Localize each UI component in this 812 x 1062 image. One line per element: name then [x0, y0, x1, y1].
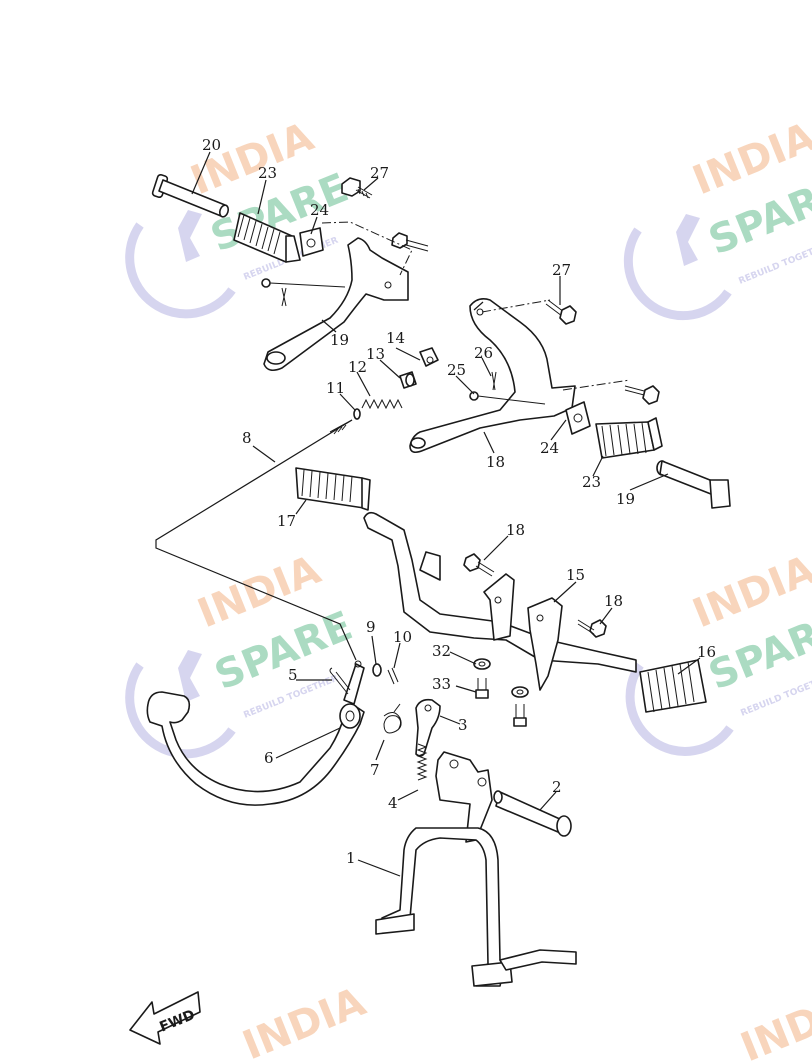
mounting-bolt	[545, 299, 577, 325]
callout-33: 33	[432, 675, 451, 693]
return-spring	[383, 703, 402, 734]
watermark-logo: INDIA INDIA	[237, 979, 812, 1062]
callout-24: 24	[310, 201, 329, 219]
mounting-bolt	[624, 385, 660, 405]
callout-9: 9	[366, 618, 376, 636]
cotter-pin	[329, 667, 351, 695]
callout-19: 18	[486, 453, 505, 471]
callout-8: 8	[242, 429, 252, 447]
rear-footrest-bracket-right	[409, 298, 631, 454]
callout-20: 19	[330, 331, 349, 349]
mounting-bolt	[475, 678, 489, 699]
watermark-india-text: INDIA	[237, 979, 372, 1062]
callout-6: 6	[264, 749, 274, 767]
footrest-plate	[299, 227, 324, 257]
front-footrest-rubber	[639, 659, 707, 713]
callout-22: 20	[202, 136, 221, 154]
rear-footrest-rubber	[233, 212, 301, 263]
callout-12: 12	[348, 358, 367, 376]
brake-pedal	[146, 660, 365, 806]
leader-lines	[191, 151, 701, 877]
mounting-bolt	[391, 232, 429, 252]
callout-27: 27	[552, 261, 571, 279]
callout-18: 18	[604, 592, 623, 610]
footrest-plate	[565, 401, 591, 435]
clevis-pin	[387, 667, 399, 685]
callout-11: 11	[326, 379, 345, 397]
callout-24: 24	[540, 439, 559, 457]
mounting-bolt	[513, 704, 527, 727]
watermark-india-text: INDIA	[735, 981, 812, 1062]
callout-2: 2	[552, 778, 562, 796]
callout-7: 7	[370, 761, 380, 779]
callout-27: 27	[370, 164, 389, 182]
callout-26: 26	[474, 344, 493, 362]
callout-23: 23	[582, 473, 601, 491]
mounting-bolt	[341, 177, 373, 199]
adjusting-nut	[419, 347, 439, 367]
cotter-pin	[261, 278, 346, 307]
fwd-direction-arrow: FWD	[129, 991, 201, 1045]
callout-labels: 20 23 27 24 19 27 14 13 12 11 26 25 18 2…	[202, 136, 716, 867]
callout-32: 32	[432, 642, 451, 660]
callout-17: 17	[277, 512, 296, 530]
callout-3: 3	[458, 716, 468, 734]
rod-nut	[353, 408, 361, 420]
stand-pivot-shaft	[493, 790, 572, 837]
pivot-pin	[469, 371, 546, 405]
rear-footrest-rubber	[595, 417, 663, 459]
washer	[473, 658, 491, 670]
main-stand	[375, 743, 577, 987]
rear-footrest-bracket-left	[263, 221, 413, 372]
washer	[511, 686, 529, 698]
rear-footrest-pin	[151, 173, 230, 218]
rear-footrest-pin	[656, 460, 731, 509]
bracket-bolt	[463, 553, 495, 577]
callout-14: 14	[386, 329, 405, 347]
bracket-bolt	[577, 619, 607, 638]
callout-18: 18	[506, 521, 525, 539]
watermark-logo: INDIA SPARE REBUILD TOGETHER	[625, 547, 812, 756]
stand-stopper	[415, 698, 441, 757]
callout-15: 15	[566, 566, 585, 584]
callout-23: 23	[258, 164, 277, 182]
callout-5: 5	[288, 666, 298, 684]
brake-rod	[155, 419, 357, 661]
callout-10: 10	[393, 628, 412, 646]
callout-16: 16	[697, 643, 716, 661]
front-footrest-bar	[363, 511, 637, 691]
callout-13: 13	[366, 345, 385, 363]
callout-21: 19	[616, 490, 635, 508]
spring-joint	[399, 371, 417, 389]
callout-4: 4	[388, 794, 398, 812]
rod-spring	[361, 398, 403, 410]
callout-1: 1	[346, 849, 356, 867]
watermark-logo: INDIA SPARE REBUILD TOGETHER	[623, 114, 812, 321]
washer	[372, 663, 382, 677]
callout-25: 25	[447, 361, 466, 379]
front-footrest-rubber	[295, 467, 371, 511]
